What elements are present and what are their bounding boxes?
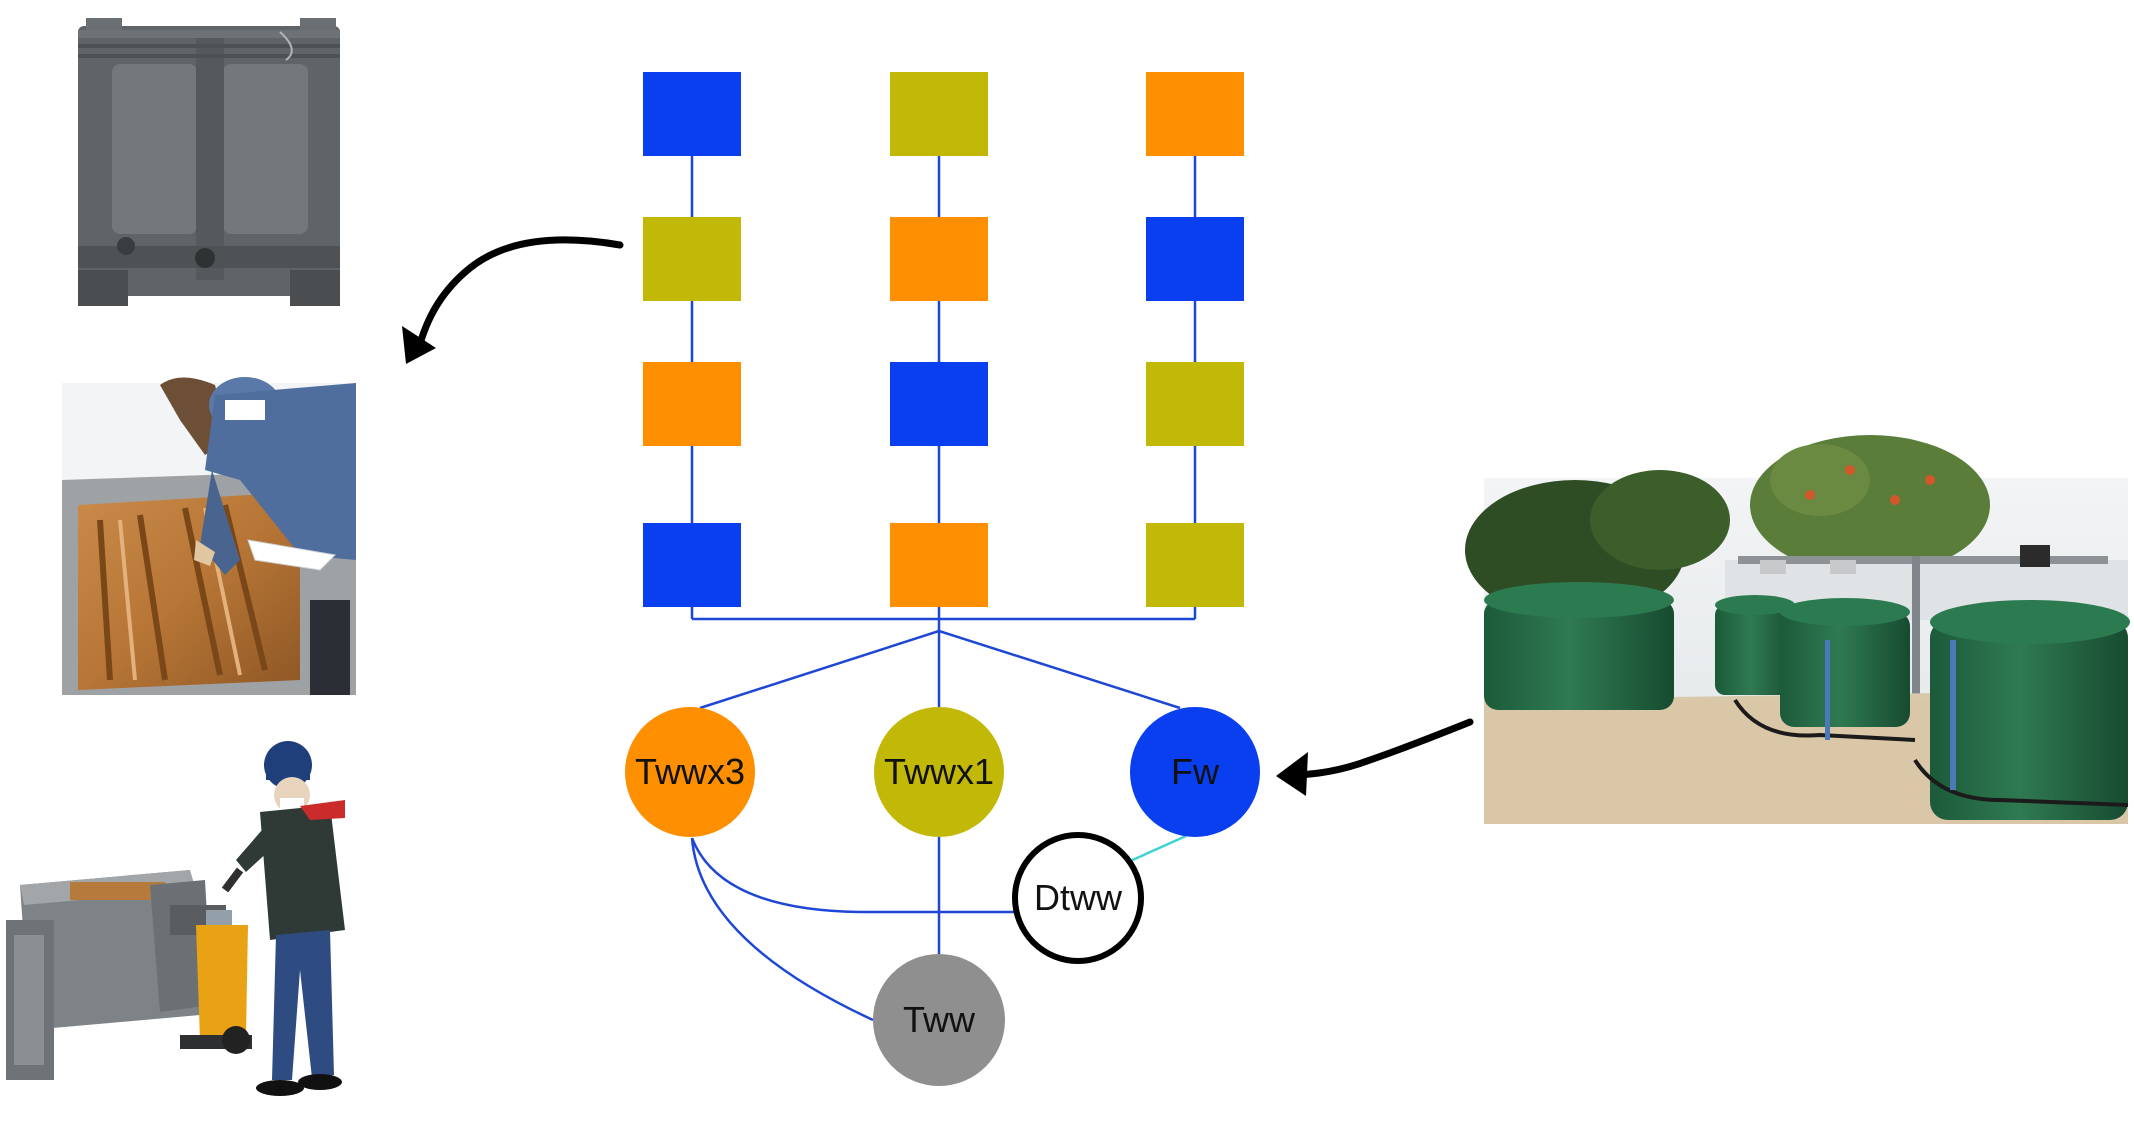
link-fw-dtww [1127,834,1187,864]
plot-left-2 [643,217,741,301]
node-tww: Tww [873,954,1005,1086]
node-twwx1-circle [874,707,1004,837]
arrow-to-fw [1286,718,1474,779]
photo-pallet-cart [6,741,345,1096]
node-tww-circle [873,954,1005,1086]
node-dtww-circle [1012,832,1144,964]
node-dtww-label: Dtww [1034,877,1123,918]
arrowhead-left [402,326,436,364]
plot-right-4 [1146,523,1244,607]
link-to-fw [938,629,1181,710]
node-fw-circle [1130,707,1260,837]
node-fw: Fw [1130,707,1260,837]
plot-right-3 [1146,362,1244,446]
link-twwx3-tww [690,837,874,1022]
node-fw-label: Fw [1171,751,1220,792]
photo-water-tanks [1465,435,2130,824]
node-twwx3-circle [625,707,755,837]
plot-left-3 [643,362,741,446]
plot-middle-4 [890,523,988,607]
node-twwx3-label: Twwx3 [635,751,745,792]
plot-left-1 [643,72,741,156]
plot-middle-2 [890,217,988,301]
node-twwx1: Twwx1 [874,707,1004,837]
arrow-to-soil-photo [414,236,624,356]
photo-soil-box [62,377,356,695]
plot-middle-3 [890,362,988,446]
plot-right-1 [1146,72,1244,156]
arrowhead-right [1276,752,1308,796]
plot-middle-1 [890,72,988,156]
plot-left-4 [643,523,741,607]
node-twwx1-label: Twwx1 [884,751,994,792]
node-tww-label: Tww [903,999,976,1040]
node-dtww: Dtww [1012,832,1144,964]
plot-right-2 [1146,217,1244,301]
link-twwx3-dtww [690,837,1015,914]
photo-empty-box [70,14,346,310]
connector-lines [690,617,1195,1022]
node-twwx3: Twwx3 [625,707,755,837]
link-to-twwx3 [699,629,940,710]
plot-grid [643,72,1244,619]
